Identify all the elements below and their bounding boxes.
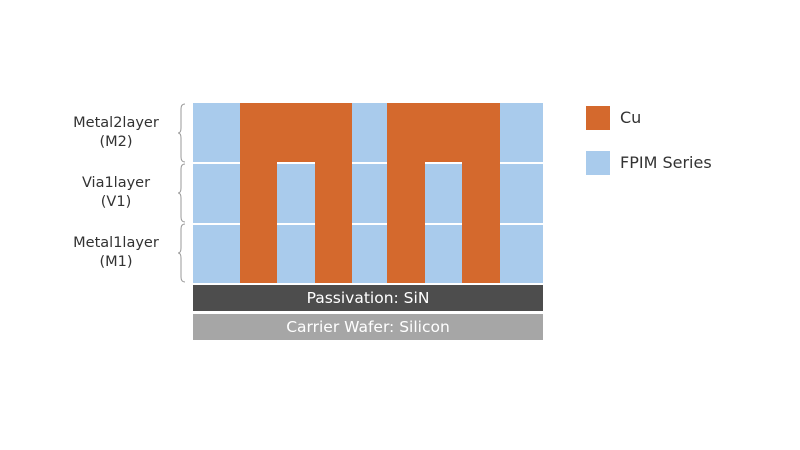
brace-icon bbox=[177, 223, 186, 283]
legend-label-fpim: FPIM Series bbox=[620, 153, 712, 172]
cu-joint bbox=[462, 222, 500, 226]
layer-label-metal1: Metal1layer (M1) bbox=[56, 234, 176, 272]
cu-joint bbox=[462, 161, 500, 165]
layer-name: Via1layer bbox=[81, 175, 151, 191]
cu-joint bbox=[387, 161, 425, 165]
layer-abbrev: (V1) bbox=[100, 194, 132, 210]
brace-icon bbox=[177, 103, 186, 163]
cu-joint bbox=[240, 222, 277, 226]
layer-name: Metal2layer bbox=[73, 115, 159, 131]
cu-joint bbox=[387, 222, 425, 226]
cu-joint bbox=[240, 161, 277, 165]
layer-label-via1: Via1layer (V1) bbox=[56, 174, 176, 212]
passivation-layer: Passivation: SiN bbox=[193, 285, 543, 311]
cu-metal2-line bbox=[240, 103, 352, 163]
layer-stack bbox=[193, 103, 543, 283]
carrier-wafer-layer: Carrier Wafer: Silicon bbox=[193, 314, 543, 340]
layer-abbrev: (M1) bbox=[99, 254, 133, 270]
layer-separator bbox=[193, 162, 543, 164]
cu-swatch-icon bbox=[586, 106, 610, 130]
cu-joint bbox=[315, 222, 352, 226]
cu-metal2-line bbox=[387, 103, 500, 163]
layer-abbrev: (M2) bbox=[99, 134, 133, 150]
cu-joint bbox=[315, 161, 352, 165]
layer-name: Metal1layer bbox=[73, 235, 159, 251]
brace-icon bbox=[177, 163, 186, 223]
legend-label-cu: Cu bbox=[620, 108, 642, 127]
layer-label-metal2: Metal2layer (M2) bbox=[56, 114, 176, 152]
layer-separator bbox=[193, 223, 543, 225]
fpim-swatch-icon bbox=[586, 151, 610, 175]
